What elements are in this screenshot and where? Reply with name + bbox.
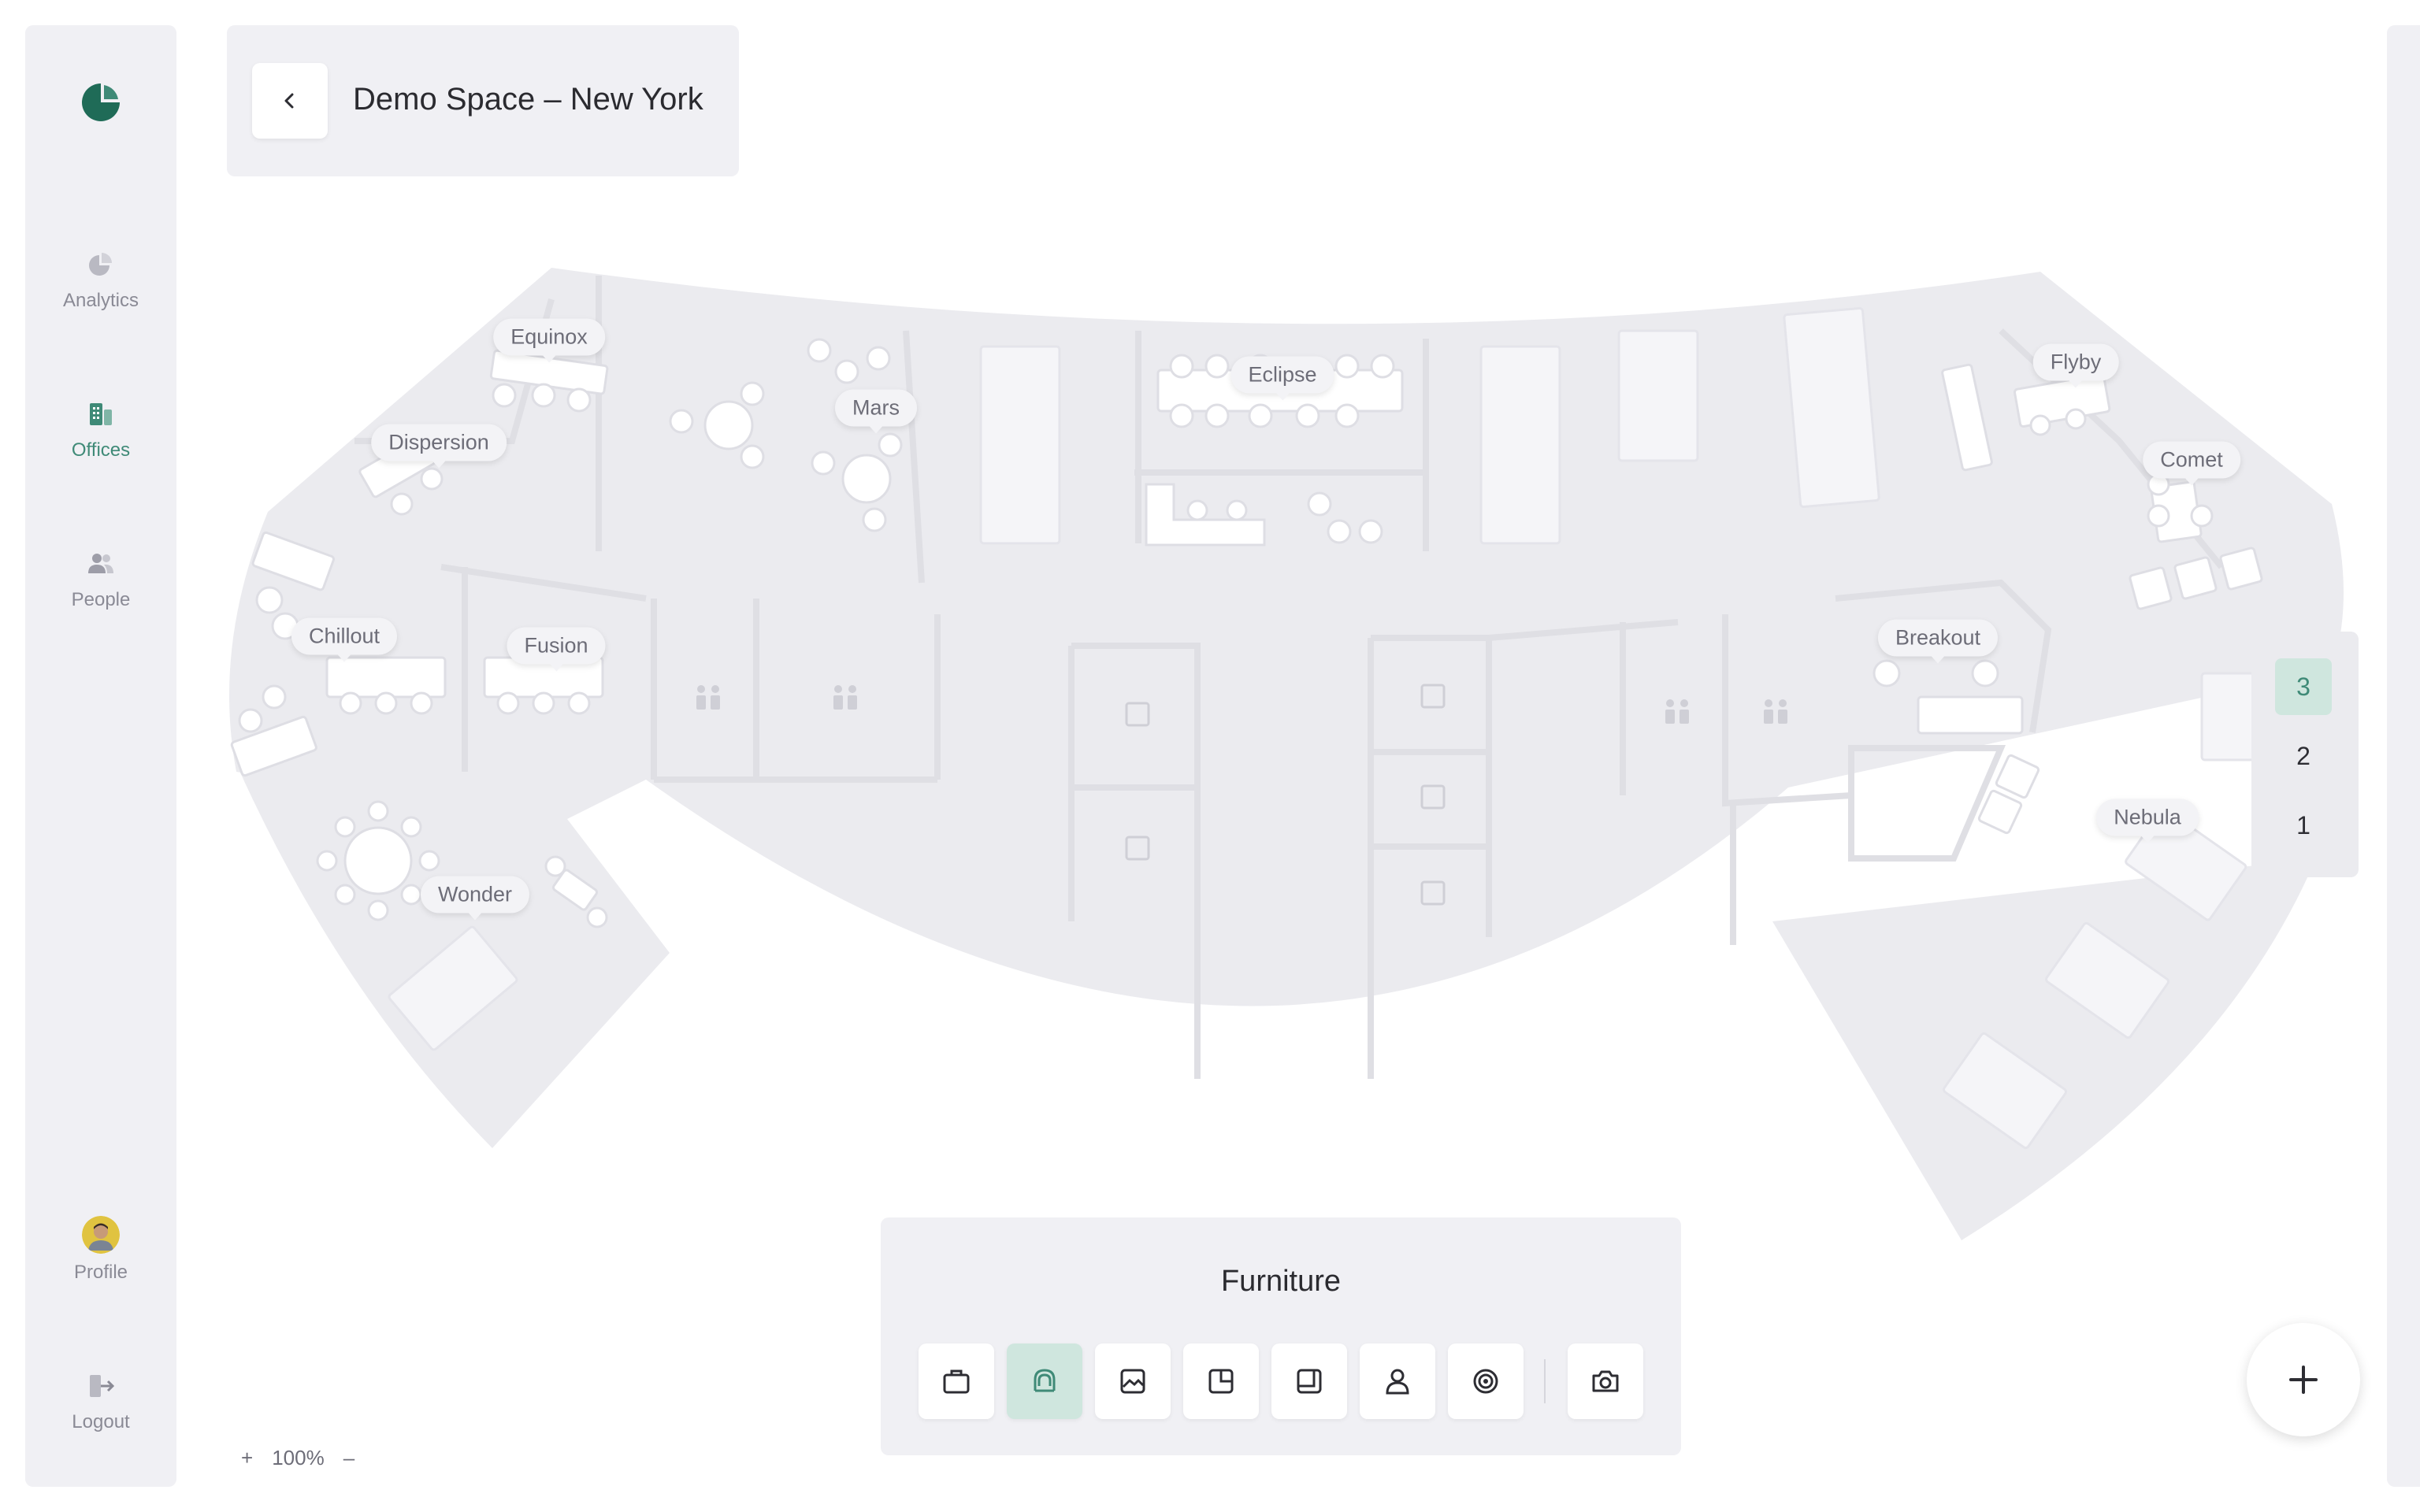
room-label-flyby[interactable]: Flyby [2032, 343, 2119, 388]
room-label-dispersion[interactable]: Dispersion [371, 424, 507, 469]
tool-square-desk-button[interactable] [1271, 1343, 1347, 1419]
person-icon [1386, 1369, 1409, 1395]
people-icon [88, 554, 113, 573]
building-icon [90, 403, 112, 425]
pie-leaf-logo[interactable] [80, 82, 121, 123]
target-icon [1473, 1369, 1498, 1394]
square-desk-icon [1297, 1369, 1322, 1394]
camera-icon [1592, 1370, 1619, 1392]
plus-icon [2289, 1366, 2318, 1394]
logout-icon [90, 1375, 115, 1397]
chair-icon [1034, 1369, 1056, 1392]
zoom-in-button[interactable]: + [241, 1446, 254, 1469]
pie-chart-icon [89, 253, 112, 276]
room-label-comet[interactable]: Comet [2143, 441, 2240, 486]
floor-button-2[interactable]: 2 [2296, 741, 2311, 770]
briefcase-icon [943, 1369, 970, 1394]
floor-selector: 3 2 1 [2251, 632, 2359, 877]
sidebar-item-offices[interactable]: Offices [25, 397, 176, 461]
room-label-wonder[interactable]: Wonder [420, 876, 530, 921]
sidebar-logout-label: Logout [72, 1411, 130, 1432]
sidebar-item-profile[interactable]: Profile [25, 1216, 176, 1284]
sidebar-item-analytics[interactable]: Analytics [25, 247, 176, 312]
zoom-controls: + 100% – [241, 1446, 354, 1470]
tool-picture-button[interactable] [1095, 1343, 1171, 1419]
tool-person-button[interactable] [1360, 1343, 1435, 1419]
room-label-mars[interactable]: Mars [835, 389, 917, 434]
sidebar-item-people[interactable]: People [25, 547, 176, 611]
tool-briefcase-button[interactable] [919, 1343, 994, 1419]
tool-target-button[interactable] [1448, 1343, 1524, 1419]
sidebar-item-label: People [71, 589, 131, 610]
picture-icon [1120, 1369, 1145, 1394]
header-card: Demo Space – New York [227, 25, 739, 176]
chevron-left-icon [284, 93, 294, 109]
page-title: Demo Space – New York [353, 82, 703, 117]
avatar [82, 1216, 120, 1254]
room-label-breakout[interactable]: Breakout [1877, 619, 1999, 664]
sidebar-item-logout[interactable]: Logout [25, 1369, 176, 1433]
right-panel-edge [2387, 25, 2420, 1487]
floor-button-3[interactable]: 3 [2275, 658, 2332, 715]
sidebar-profile-label: Profile [73, 1262, 128, 1283]
corner-desk-icon [1208, 1369, 1234, 1394]
sidebar-item-label: Offices [71, 439, 131, 461]
back-button[interactable] [252, 63, 328, 139]
toolbar-divider [1544, 1359, 1546, 1403]
room-label-chillout[interactable]: Chillout [291, 617, 398, 662]
floor-button-1[interactable]: 1 [2296, 810, 2311, 839]
room-label-eclipse[interactable]: Eclipse [1230, 356, 1334, 401]
zoom-out-button[interactable]: – [343, 1446, 355, 1469]
tool-camera-button[interactable] [1568, 1343, 1643, 1419]
room-label-equinox[interactable]: Equinox [493, 318, 605, 363]
furniture-panel: Furniture [881, 1217, 1681, 1455]
add-button[interactable] [2247, 1323, 2360, 1436]
furniture-panel-title: Furniture [1220, 1265, 1342, 1298]
zoom-level: 100% [272, 1446, 325, 1469]
room-label-fusion[interactable]: Fusion [507, 627, 606, 672]
tool-chair-button[interactable] [1007, 1343, 1082, 1419]
tool-corner-desk-button[interactable] [1183, 1343, 1259, 1419]
sidebar-item-label: Analytics [62, 290, 139, 311]
room-label-nebula[interactable]: Nebula [2096, 799, 2199, 843]
sidebar: Analytics Offices People Profile [25, 25, 176, 1487]
